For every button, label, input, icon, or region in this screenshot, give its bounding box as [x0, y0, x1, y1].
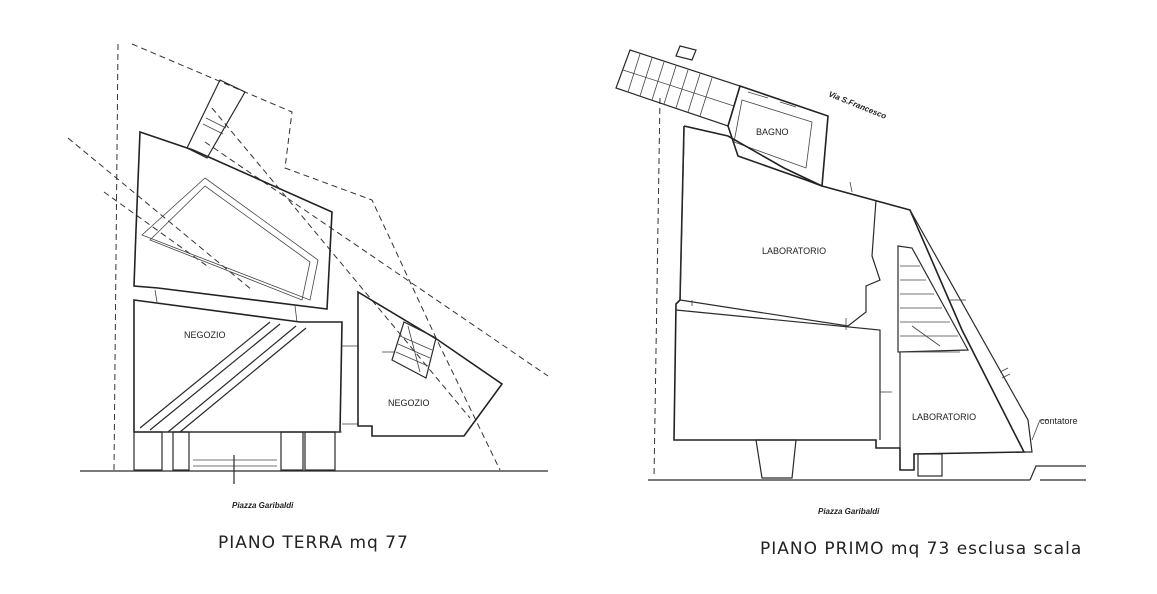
- lab-upper-outline: [679, 133, 881, 327]
- room-label-laboratorio-2: LABORATORIO: [912, 412, 976, 422]
- room-label-bagno: BAGNO: [756, 127, 789, 137]
- corridor-tick-b: [202, 123, 224, 135]
- outer-stair-mid: [622, 69, 735, 107]
- pillar-1: [133, 431, 163, 471]
- first-front-bay: [755, 439, 797, 479]
- meter-leader: [1031, 419, 1048, 441]
- first-building-outline: [673, 125, 1026, 471]
- opening-right: [294, 305, 298, 323]
- entrance-corridor: [186, 79, 246, 159]
- first-outline-east: [909, 209, 1033, 453]
- pillar-4: [304, 431, 336, 471]
- stair-step-1: [399, 335, 433, 351]
- dashed-diagonal-d: [211, 107, 471, 419]
- upper-room-outline: [133, 130, 333, 310]
- lab-right-tick-b: [1001, 373, 1011, 379]
- shop-left-diag-d: [179, 327, 307, 433]
- east-wall-tick: [849, 181, 853, 193]
- corridor-tick-a: [205, 117, 227, 129]
- outer-step-2: [639, 57, 653, 97]
- bathroom-outline: [727, 84, 829, 188]
- room-label-laboratorio-1: LABORATORIO: [762, 246, 826, 256]
- pillar-3: [280, 431, 304, 471]
- outer-step-1: [627, 53, 641, 93]
- street-label-via: Via S.Francesco: [827, 90, 888, 121]
- room-label-negozio-1: NEGOZIO: [184, 330, 226, 340]
- first-inner-stair: [897, 245, 969, 353]
- first-floor-caption: PIANO PRIMO mq 73 esclusa scala: [760, 539, 1082, 559]
- stair-step-2: [397, 343, 431, 359]
- opening-left: [154, 289, 158, 303]
- dashed-diagonal-b: [103, 191, 211, 269]
- outer-stair-post: [675, 45, 697, 61]
- first-floor-plan: BAGNO Via S.Francesco LABORATORIO: [615, 45, 1086, 559]
- first-street-label: Piazza Garibaldi: [818, 507, 880, 516]
- shop-left-diag-c: [167, 325, 297, 433]
- inner-stair-outline: [897, 245, 969, 353]
- shop-left-outline: [133, 299, 343, 433]
- ground-floor-caption: PIANO TERRA mq 77: [218, 533, 409, 553]
- lab-lower-outline: [675, 309, 881, 440]
- first-outer-stair: [615, 45, 741, 127]
- lab-right-tick-a: [999, 367, 1009, 373]
- boundary-dashed-right: [131, 43, 501, 471]
- pillar-2: [172, 431, 190, 471]
- upper-room-inner-a: [141, 177, 319, 301]
- boundary-dashed-left: [113, 43, 119, 471]
- first-front-door: [917, 453, 943, 477]
- inner-stair-diag: [911, 325, 941, 347]
- dashed-diagonal-c: [204, 141, 549, 377]
- meter-label: contatore: [1040, 416, 1078, 426]
- shop-left-diag-b: [149, 323, 281, 431]
- ground-street-label: Piazza Garibaldi: [232, 501, 294, 510]
- stair-step-3: [395, 351, 429, 367]
- stair-string: [407, 325, 421, 373]
- shop-right-outline: [357, 290, 504, 437]
- room-label-negozio-2: NEGOZIO: [388, 398, 430, 408]
- bathroom-inner: [733, 99, 813, 169]
- ground-stair-outline: [391, 321, 437, 379]
- first-street-step: [1029, 465, 1086, 481]
- ground-floor-plan: NEGOZIO NEGOZIO Piazza Garibaldi PIANO T…: [67, 43, 549, 553]
- bath-window: [747, 91, 769, 99]
- upper-room-inner-b: [149, 185, 311, 301]
- shop-left-diag-a: [139, 321, 271, 429]
- first-boundary-dashed: [653, 97, 661, 479]
- ground-stair: [382, 321, 437, 379]
- bath-window-2: [779, 101, 797, 108]
